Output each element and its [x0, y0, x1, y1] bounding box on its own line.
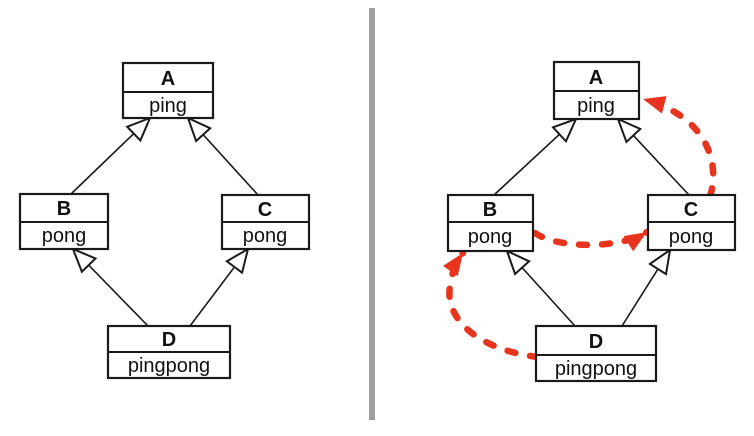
class-name-label: A — [589, 67, 603, 89]
method-label: pong — [42, 225, 87, 247]
panel-divider — [369, 8, 375, 420]
method-label: pong — [669, 226, 714, 248]
mro-arrow-d-to-b — [443, 249, 542, 361]
inheritance-edge-d-to-b — [73, 249, 149, 327]
method-label: ping — [149, 95, 187, 117]
left-diagram: A ping B pong C pong D p — [18, 61, 311, 380]
class-box-d: D pingpong — [106, 324, 232, 380]
class-name-label: D — [162, 329, 176, 351]
class-box-b: B pong — [18, 192, 110, 251]
inheritance-edge-c-to-a — [188, 118, 259, 196]
right-diagram: A ping B pong C pong D p — [443, 60, 737, 383]
method-label: pingpong — [555, 358, 637, 380]
inheritance-edge-b-to-a — [70, 118, 150, 195]
mro-arrow-b-to-c — [531, 228, 651, 252]
class-box-d: D pingpong — [534, 324, 658, 383]
class-name-label: A — [161, 68, 175, 90]
class-box-c: C pong — [646, 193, 737, 252]
inheritance-edge-d-to-c — [621, 250, 670, 327]
inheritance-edge-c-to-a — [618, 119, 690, 196]
class-name-label: B — [57, 198, 71, 220]
class-name-label: C — [684, 199, 698, 221]
method-label: pong — [468, 226, 513, 248]
method-label: ping — [577, 95, 615, 117]
inheritance-edge-d-to-c — [189, 249, 248, 327]
class-name-label: D — [589, 331, 603, 353]
class-box-a-frame — [121, 61, 215, 120]
inheritance-edge-b-to-a — [493, 119, 576, 196]
mro-arrow-c-to-a — [639, 95, 717, 200]
inheritance-edge-d-to-b — [507, 251, 576, 327]
class-box-a: A ping — [121, 61, 215, 120]
class-box-a: A ping — [552, 60, 641, 121]
method-label: pingpong — [128, 355, 210, 377]
class-name-label: B — [483, 199, 497, 221]
class-box-b: B pong — [446, 193, 535, 253]
class-name-label: C — [258, 199, 272, 221]
method-label: pong — [243, 225, 288, 247]
class-box-c: C pong — [220, 193, 311, 251]
class-box-d-frame — [534, 324, 658, 383]
